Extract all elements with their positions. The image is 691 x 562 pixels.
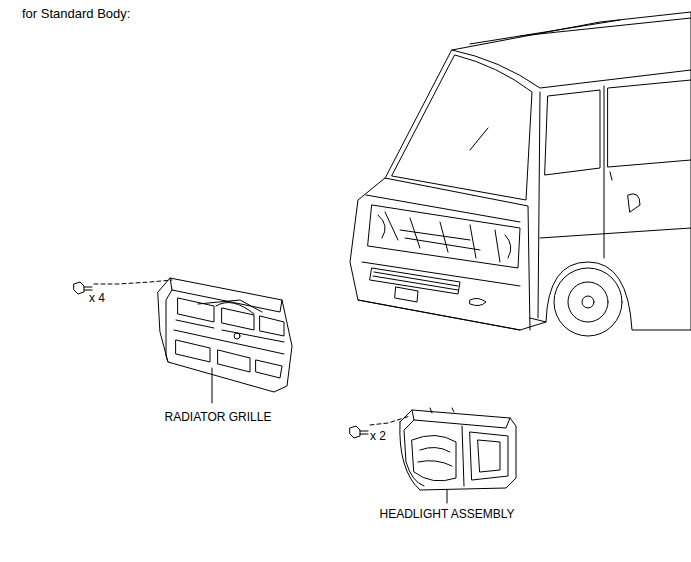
quantity-label: x 4 [89,291,105,305]
quantity-label: x 2 [370,429,386,443]
headlight-illustration [350,408,516,503]
heading: for Standard Body: [22,6,130,22]
part-name: RADIATOR GRILLE [165,410,272,424]
van-illustration [350,12,691,336]
grille-illustration [74,278,292,403]
part-name: HEADLIGHT ASSEMBLY [380,507,515,521]
